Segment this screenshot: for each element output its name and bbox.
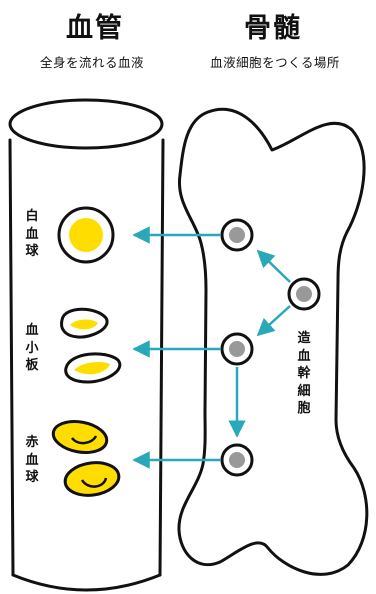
- arrows: [132, 226, 291, 469]
- bone-marrow: [177, 107, 369, 576]
- blood-vessel: [8, 98, 165, 592]
- stem-cells: [220, 218, 321, 477]
- red-blood-cells: [51, 420, 121, 497]
- label-wbc: 白血球: [25, 209, 39, 260]
- white-blood-cell: [57, 206, 115, 264]
- marrow-subtitle: 血液細胞をつくる場所: [210, 55, 340, 70]
- vessel-subtitle: 全身を流れる血液: [39, 55, 144, 70]
- label-platelet: 血小板: [25, 323, 39, 374]
- stem-cell: [287, 277, 321, 311]
- arrow-stem-up: [256, 249, 291, 283]
- stem-cell: [220, 443, 254, 477]
- vessel-title: 血管: [66, 13, 124, 44]
- stem-cell: [220, 332, 254, 366]
- marrow-title: 骨髄: [244, 13, 302, 44]
- platelet-cells: [60, 307, 122, 384]
- stem-cell: [220, 218, 254, 252]
- arrow-stem-down: [256, 305, 291, 337]
- label-stem-cell: 造血幹細胞: [297, 331, 311, 417]
- label-rbc: 赤血球: [25, 435, 39, 486]
